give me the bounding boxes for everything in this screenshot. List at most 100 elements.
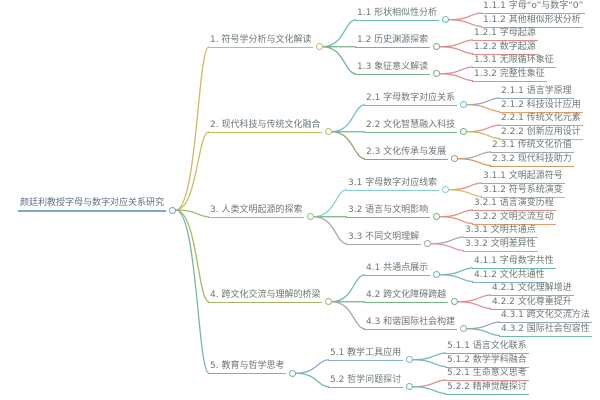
link-curve — [175, 46, 210, 211]
subbranch-node[interactable]: 1.1 形状相似性分析 — [355, 7, 440, 21]
subbranch-node[interactable]: 4.1 共通点展示 — [364, 262, 431, 276]
subbranch-node[interactable]: 3.2 语言与文明影响 — [346, 204, 431, 218]
link-curve — [439, 267, 474, 276]
collapse-circle[interactable] — [423, 240, 431, 248]
leaf-node[interactable]: 1.1.2 其他相似形状分析 — [481, 14, 583, 28]
link-curve — [430, 236, 465, 245]
root-node[interactable]: 颜廷利教授字母与数字对应关系研究 — [18, 197, 167, 212]
link-curve — [466, 97, 501, 106]
collapse-circle[interactable] — [441, 186, 449, 194]
link-curve — [439, 209, 474, 218]
collapse-circle[interactable] — [432, 43, 440, 51]
leaf-node[interactable]: 3.1.2 符号系统演变 — [481, 184, 565, 198]
link-curve — [331, 104, 366, 133]
link-curve — [175, 209, 210, 218]
leaf-node[interactable]: 3.1.1 文明起源符号 — [481, 170, 565, 184]
link-curve — [457, 158, 492, 167]
leaf-node[interactable]: 2.2.2 创新应用设计 — [499, 126, 583, 140]
link-curve — [331, 301, 366, 330]
link-curve — [295, 372, 330, 388]
subbranch-node[interactable]: 2.3 文化传承与发展 — [364, 146, 449, 160]
leaf-node[interactable]: 1.3.1 无限循环象征 — [472, 54, 556, 68]
leaf-node[interactable]: 4.1.1 字母数字共性 — [472, 255, 556, 269]
link-curve — [466, 104, 501, 113]
collapse-circle[interactable] — [405, 383, 413, 391]
link-curve — [457, 151, 492, 160]
leaf-node[interactable]: 1.2.2 数字起源 — [472, 41, 538, 55]
leaf-node[interactable]: 5.2.1 生命意义思考 — [445, 367, 529, 381]
leaf-node[interactable]: 2.2.1 传统文化元素 — [499, 112, 583, 126]
leaf-node[interactable]: 4.2.1 文化理解增进 — [490, 282, 574, 296]
subbranch-node[interactable]: 4.3 和谐国际社会构建 — [364, 316, 458, 330]
branch-node[interactable]: 2. 现代科技与传统文化融合 — [208, 119, 323, 133]
branch-node[interactable]: 5. 教育与哲学思考 — [208, 360, 287, 375]
collapse-circle[interactable] — [432, 271, 440, 279]
leaf-node[interactable]: 5.1.1 语言文化联系 — [445, 340, 529, 354]
link-curve — [430, 243, 465, 252]
link-curve — [412, 359, 447, 368]
leaf-node[interactable]: 2.1.2 科技设计应用 — [499, 99, 583, 113]
collapse-circle[interactable] — [432, 70, 440, 78]
subbranch-node[interactable]: 3.1 字母数字对应线索 — [346, 177, 440, 191]
link-curve — [448, 182, 483, 191]
leaf-node[interactable]: 4.3.1 跨文化交流方法 — [499, 309, 592, 323]
subbranch-node[interactable]: 4.2 跨文化障碍跨越 — [364, 289, 449, 303]
collapse-circle[interactable] — [459, 101, 467, 109]
subbranch-node[interactable]: 1.2 历史渊源探索 — [355, 34, 431, 48]
branch-node[interactable]: 3. 人类文明起源的探索 — [208, 204, 305, 218]
collapse-circle[interactable] — [441, 16, 449, 24]
collapse-circle[interactable] — [324, 298, 332, 306]
link-curve — [412, 379, 447, 388]
subbranch-node[interactable]: 1.3 象征意义解读 — [355, 61, 431, 75]
collapse-circle[interactable] — [324, 128, 332, 136]
leaf-node[interactable]: 2.3.1 传统文化价值 — [490, 139, 574, 153]
leaf-node[interactable]: 5.1.2 数学学科融合 — [445, 354, 529, 368]
leaf-node[interactable]: 2.3.2 现代科技助力 — [490, 153, 574, 167]
collapse-circle[interactable] — [315, 43, 323, 51]
collapse-circle[interactable] — [432, 213, 440, 221]
branch-node[interactable]: 4. 跨文化交流与理解的桥梁 — [208, 289, 323, 303]
branch-node[interactable]: 1. 符号学分析与文化解读 — [208, 34, 314, 48]
link-curve — [466, 131, 501, 140]
leaf-node[interactable]: 3.3.2 文明差异性 — [463, 238, 538, 252]
link-curve — [439, 274, 474, 283]
link-curve — [175, 131, 210, 211]
collapse-circle[interactable] — [450, 298, 458, 306]
link-curve — [439, 216, 474, 225]
collapse-circle[interactable] — [450, 155, 458, 163]
leaf-node[interactable]: 4.1.2 文化共通性 — [472, 269, 547, 283]
collapse-circle[interactable] — [306, 213, 314, 221]
leaf-node[interactable]: 4.2.2 文化尊重提升 — [490, 296, 574, 310]
link-curve — [175, 209, 210, 303]
collapse-circle[interactable] — [288, 369, 296, 377]
subbranch-node[interactable]: 2.2 文化智慧融入科技 — [364, 119, 458, 133]
link-curve — [412, 386, 447, 395]
leaf-node[interactable]: 3.2.2 文明交流互动 — [472, 211, 556, 225]
link-curve — [448, 19, 483, 28]
leaf-node[interactable]: 5.2.2 精神觉醒探讨 — [445, 381, 529, 395]
leaf-node[interactable]: 2.1.1 语言学原理 — [499, 85, 574, 99]
link-curve — [457, 301, 492, 310]
link-curve — [175, 209, 210, 374]
subbranch-node[interactable]: 2.1 字母数字对应关系 — [364, 92, 458, 106]
leaf-node[interactable]: 3.2.1 语言演变历程 — [472, 197, 556, 211]
collapse-circle[interactable] — [168, 206, 176, 214]
link-curve — [313, 189, 348, 218]
subbranch-node[interactable]: 5.2 哲学问题探讨 — [328, 374, 404, 388]
leaf-node[interactable]: 3.3.1 文明共通点 — [463, 224, 538, 238]
leaf-node[interactable]: 1.2.1 字母起源 — [472, 27, 538, 41]
subbranch-node[interactable]: 5.1 教学工具应用 — [328, 347, 404, 361]
link-curve — [313, 216, 348, 245]
link-curve — [439, 46, 474, 55]
collapse-circle[interactable] — [459, 325, 467, 333]
link-curve — [412, 352, 447, 361]
collapse-circle[interactable] — [459, 128, 467, 136]
leaf-node[interactable]: 4.3.2 国际社会包容性 — [499, 323, 592, 337]
collapse-circle[interactable] — [405, 356, 413, 364]
leaf-node[interactable]: 1.3.2 完整性象征 — [472, 68, 547, 82]
subbranch-node[interactable]: 3.3 不同文明理解 — [346, 231, 422, 245]
link-curve — [331, 131, 366, 160]
leaf-node[interactable]: 1.1.1 字母“o”与数字“0” — [481, 0, 586, 14]
